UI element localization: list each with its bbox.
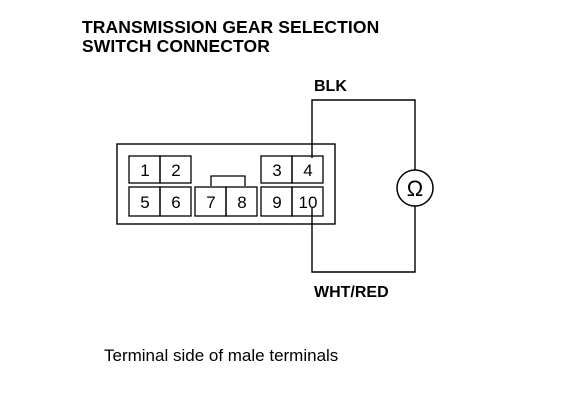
terminal-10	[291, 186, 324, 217]
title-line-1: TRANSMISSION GEAR SELECTION	[82, 17, 380, 37]
terminal-number-2: 2	[171, 161, 180, 180]
terminal-number-8: 8	[237, 193, 246, 212]
terminal-number-4: 4	[303, 161, 312, 180]
connector-key	[210, 175, 246, 186]
terminal-number-3: 3	[272, 161, 281, 180]
terminal-number-1: 1	[140, 161, 149, 180]
terminal-number-7: 7	[206, 193, 215, 212]
test-lead-blk	[311, 99, 416, 170]
terminal-number-5: 5	[140, 193, 149, 212]
terminal-4	[291, 155, 324, 184]
diagram-caption: Terminal side of male terminals	[104, 346, 339, 365]
wire-label-blk: BLK	[314, 78, 347, 95]
terminal-number-6: 6	[171, 193, 180, 212]
diagram-title: TRANSMISSION GEAR SELECTION SWITCH CONNE…	[82, 18, 379, 56]
test-lead-wht-red	[311, 206, 416, 273]
terminal-6	[159, 186, 192, 217]
ohmmeter-icon	[396, 169, 434, 207]
terminal-8	[225, 186, 258, 217]
terminal-number-9: 9	[272, 193, 281, 212]
connector-housing	[116, 143, 336, 225]
terminal-number-10: 10	[299, 193, 318, 212]
ohm-symbol: Ω	[407, 176, 423, 201]
title-line-2: SWITCH CONNECTOR	[82, 36, 270, 56]
wire-label-wht-red: WHT/RED	[314, 284, 389, 301]
terminal-2	[159, 155, 192, 184]
